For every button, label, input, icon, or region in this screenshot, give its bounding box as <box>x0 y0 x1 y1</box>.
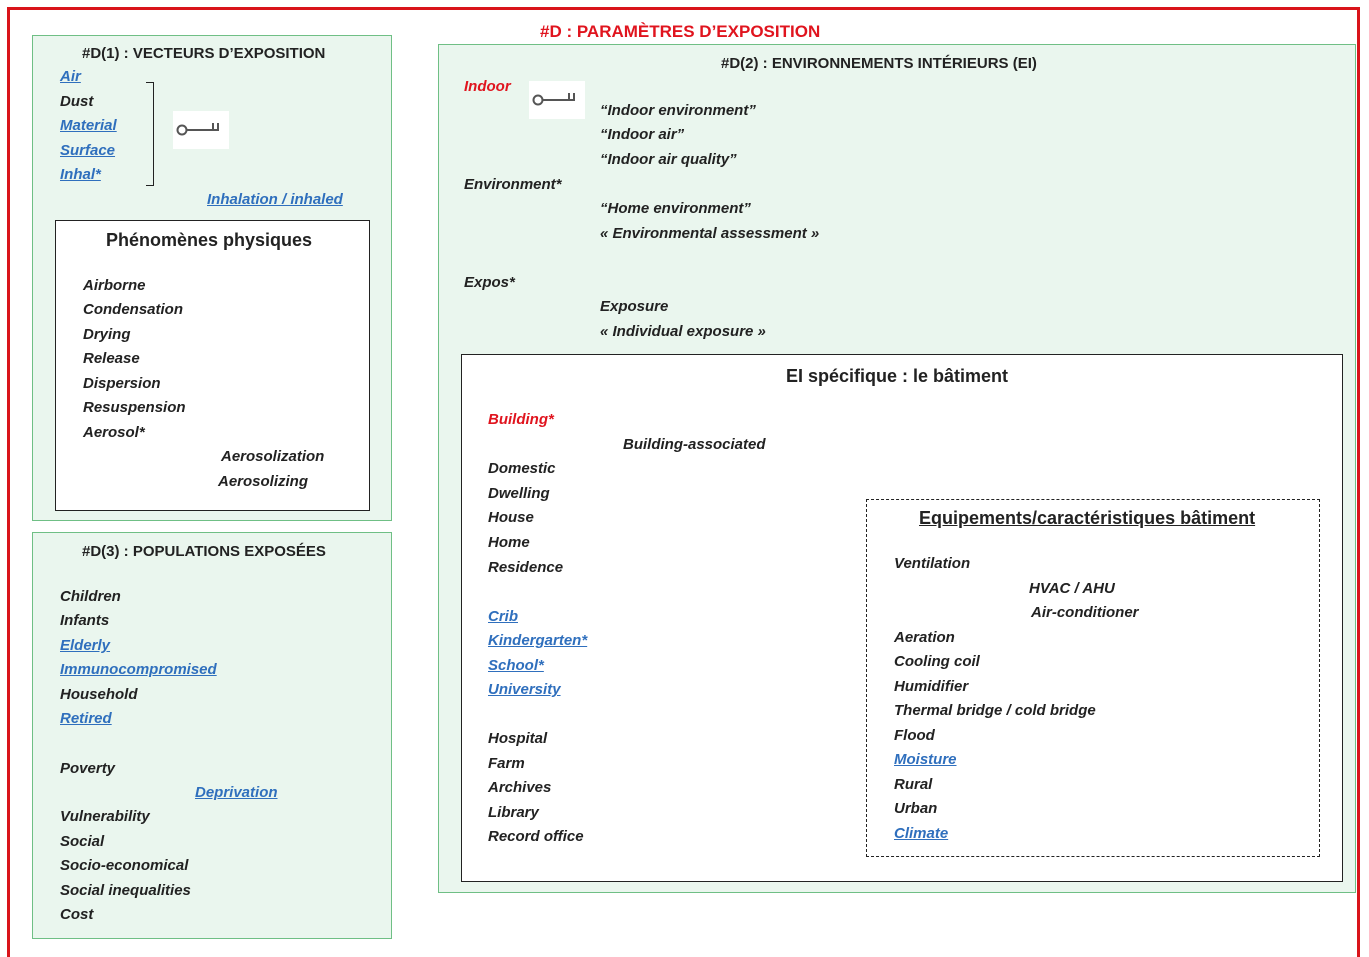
building-type: House <box>488 509 534 526</box>
equipment-ventilation: Ventilation <box>894 555 971 572</box>
building-keyword: Building* <box>488 411 554 428</box>
equipment-item: Thermal bridge / cold bridge <box>894 702 1096 719</box>
building-type: Dwelling <box>488 485 550 502</box>
diagram-title: #D : PARAMÈTRES D’EXPOSITION <box>540 22 821 41</box>
population-item: Infants <box>60 612 110 629</box>
equipment-item: Humidifier <box>894 678 969 695</box>
expos-term: Exposure <box>600 298 669 315</box>
vectors-bracket <box>146 82 154 186</box>
indoor-term: “Indoor air” <box>600 126 685 143</box>
building-type: Home <box>488 534 530 551</box>
population-item: Social <box>60 833 105 850</box>
indoor-keyword: Indoor <box>464 78 511 95</box>
population-item: Socio-economical <box>60 857 189 874</box>
phenomenon-item: Resuspension <box>83 399 186 416</box>
panel-d3-exposed-populations: #D(3) : POPULATIONS EXPOSÉES <box>32 532 392 939</box>
environment-term: « Environmental assessment » <box>600 225 820 242</box>
building-type: Record office <box>488 828 584 845</box>
vector-air[interactable]: Air <box>60 68 81 85</box>
inhalation-link[interactable]: Inhalation / inhaled <box>207 191 343 208</box>
population-item-link[interactable]: Elderly <box>60 637 111 654</box>
building-type-link[interactable]: Kindergarten* <box>488 632 588 649</box>
environment-keyword: Environment* <box>464 176 562 193</box>
building-associated: Building-associated <box>623 436 766 453</box>
population-item: Social inequalities <box>60 882 191 899</box>
vector-dust: Dust <box>60 93 94 110</box>
building-type-link[interactable]: School* <box>488 657 544 674</box>
key-icon <box>173 111 229 149</box>
outer-frame <box>7 7 1360 957</box>
population-deprivation-link[interactable]: Deprivation <box>195 784 278 801</box>
equipment-item-link[interactable]: Moisture <box>894 751 957 768</box>
phenomenon-item: Airborne <box>83 277 146 294</box>
key-icon <box>529 81 585 119</box>
phenomenon-subitem: Aerosolizing <box>218 473 309 490</box>
equipment-item: Aeration <box>894 629 955 646</box>
equipment-box: Equipements/caractéristiques bâtiment <box>866 499 1320 857</box>
population-item: Vulnerability <box>60 808 150 825</box>
population-item: Children <box>60 588 121 605</box>
phenomenon-item: Drying <box>83 326 131 343</box>
panel-d2-title: #D(2) : ENVIRONNEMENTS INTÉRIEURS (EI) <box>721 55 1037 72</box>
vector-material[interactable]: Material <box>60 117 117 134</box>
building-type: Residence <box>488 559 564 576</box>
vector-surface[interactable]: Surface <box>60 142 116 159</box>
building-type-link[interactable]: Crib <box>488 608 518 625</box>
building-type: Farm <box>488 755 525 772</box>
environment-term: “Home environment” <box>600 200 751 217</box>
equipment-item: Urban <box>894 800 938 817</box>
building-type: Domestic <box>488 460 556 477</box>
phenomenon-subitem: Aerosolization <box>221 448 325 465</box>
vector-inhal[interactable]: Inhal* <box>60 166 101 183</box>
population-poverty: Poverty <box>60 760 116 777</box>
building-type-link[interactable]: University <box>488 681 561 698</box>
equipment-subitem: HVAC / AHU <box>1029 580 1115 597</box>
building-type: Archives <box>488 779 552 796</box>
building-box-title: EI spécifique : le bâtiment <box>786 366 1009 386</box>
panel-d1-title: #D(1) : VECTEURS D’EXPOSITION <box>82 45 326 62</box>
expos-keyword: Expos* <box>464 274 515 291</box>
panel-d3-title: #D(3) : POPULATIONS EXPOSÉES <box>82 543 326 560</box>
phenomenon-item: Release <box>83 350 140 367</box>
equipment-item: Cooling coil <box>894 653 980 670</box>
equipment-item-link[interactable]: Climate <box>894 825 949 842</box>
equipment-item: Rural <box>894 776 933 793</box>
population-item: Cost <box>60 906 94 923</box>
indoor-term: “Indoor air quality” <box>600 151 737 168</box>
population-item-link[interactable]: Immunocompromised <box>60 661 217 678</box>
building-type: Library <box>488 804 539 821</box>
expos-term: « Individual exposure » <box>600 323 766 340</box>
building-type: Hospital <box>488 730 548 747</box>
population-item-link[interactable]: Retired <box>60 710 112 727</box>
equipment-item: Flood <box>894 727 935 744</box>
phenomenon-item: Dispersion <box>83 375 161 392</box>
phenomenon-item: Condensation <box>83 301 183 318</box>
equipment-subitem: Air-conditioner <box>1031 604 1139 621</box>
phenomena-title: Phénomènes physiques <box>106 230 313 250</box>
equipment-title: Equipements/caractéristiques bâtiment <box>919 508 1256 528</box>
population-item: Household <box>60 686 138 703</box>
phenomena-box: Phénomènes physiques <box>55 220 370 511</box>
indoor-term: “Indoor environment” <box>600 102 756 119</box>
phenomenon-item: Aerosol* <box>83 424 145 441</box>
